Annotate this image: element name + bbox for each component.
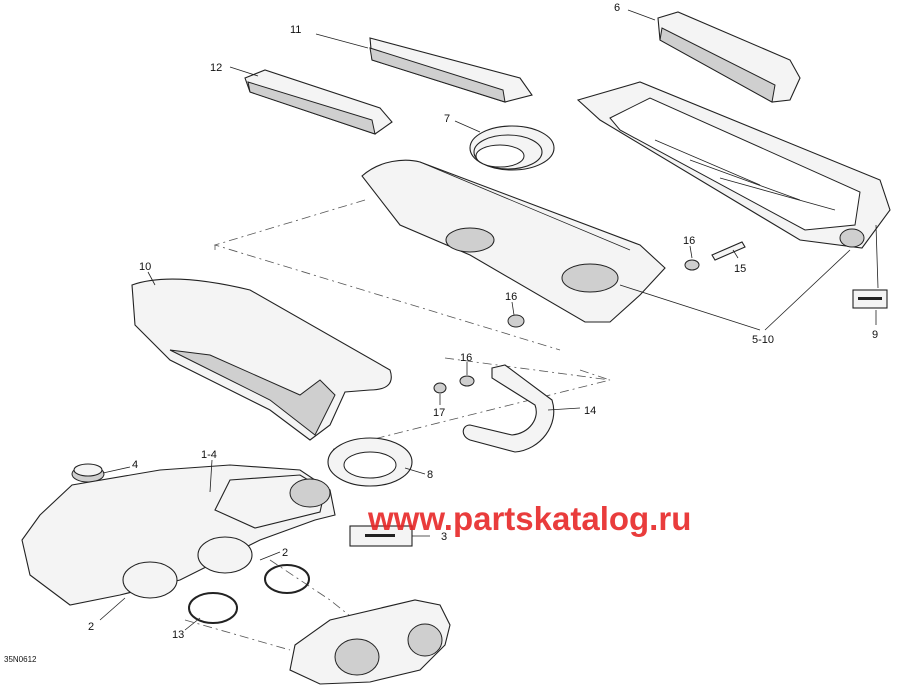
label-part-17: 17 [433, 407, 445, 419]
label-part-8: 8 [427, 469, 433, 481]
bracket-part-14 [462, 364, 555, 453]
label-part-10: 10 [139, 261, 151, 273]
label-part-2-b: 2 [88, 621, 94, 633]
decal-part-9 [852, 289, 888, 309]
label-part-6: 6 [614, 2, 620, 14]
label-part-16-c: 16 [460, 352, 472, 364]
foam-block-part-6 [657, 11, 801, 103]
diagram-code: 35N0612 [4, 655, 37, 664]
label-part-16-a: 16 [683, 235, 695, 247]
label-part-7: 7 [444, 113, 450, 125]
label-part-13: 13 [172, 629, 184, 641]
label-part-1-4: 1-4 [201, 449, 217, 461]
cover-part-10 [131, 278, 392, 441]
label-part-2-a: 2 [282, 547, 288, 559]
air-box-housing-upper [361, 159, 666, 323]
label-part-12: 12 [210, 62, 222, 74]
label-part-16-b: 16 [505, 291, 517, 303]
engine-throttle-bodies [289, 599, 451, 685]
label-part-4: 4 [132, 459, 138, 471]
label-part-5-10: 5-10 [752, 334, 774, 346]
grommet-part-8 [327, 437, 413, 487]
label-part-15: 15 [734, 263, 746, 275]
grommet-part-7 [469, 125, 555, 171]
watermark-text: www.partskatalog.ru [367, 500, 691, 537]
callout-labels: 11 12 6 7 10 16 15 16 5-10 9 16 17 14 8 … [88, 2, 878, 641]
foam-block-part-11 [369, 37, 533, 103]
label-part-14: 14 [584, 405, 596, 417]
foam-block-part-12 [244, 69, 393, 135]
label-part-9: 9 [872, 329, 878, 341]
label-part-3: 3 [441, 531, 447, 543]
cap-part-4 [71, 463, 105, 483]
air-box-cover-part-5-10 [576, 81, 891, 249]
clamps-part-2 [188, 564, 310, 624]
label-part-11: 11 [290, 24, 301, 36]
air-silencer-part-1-4 [21, 464, 336, 606]
hardware-washers-nut-screw [433, 241, 746, 394]
callout-leader-lines [99, 9, 879, 631]
